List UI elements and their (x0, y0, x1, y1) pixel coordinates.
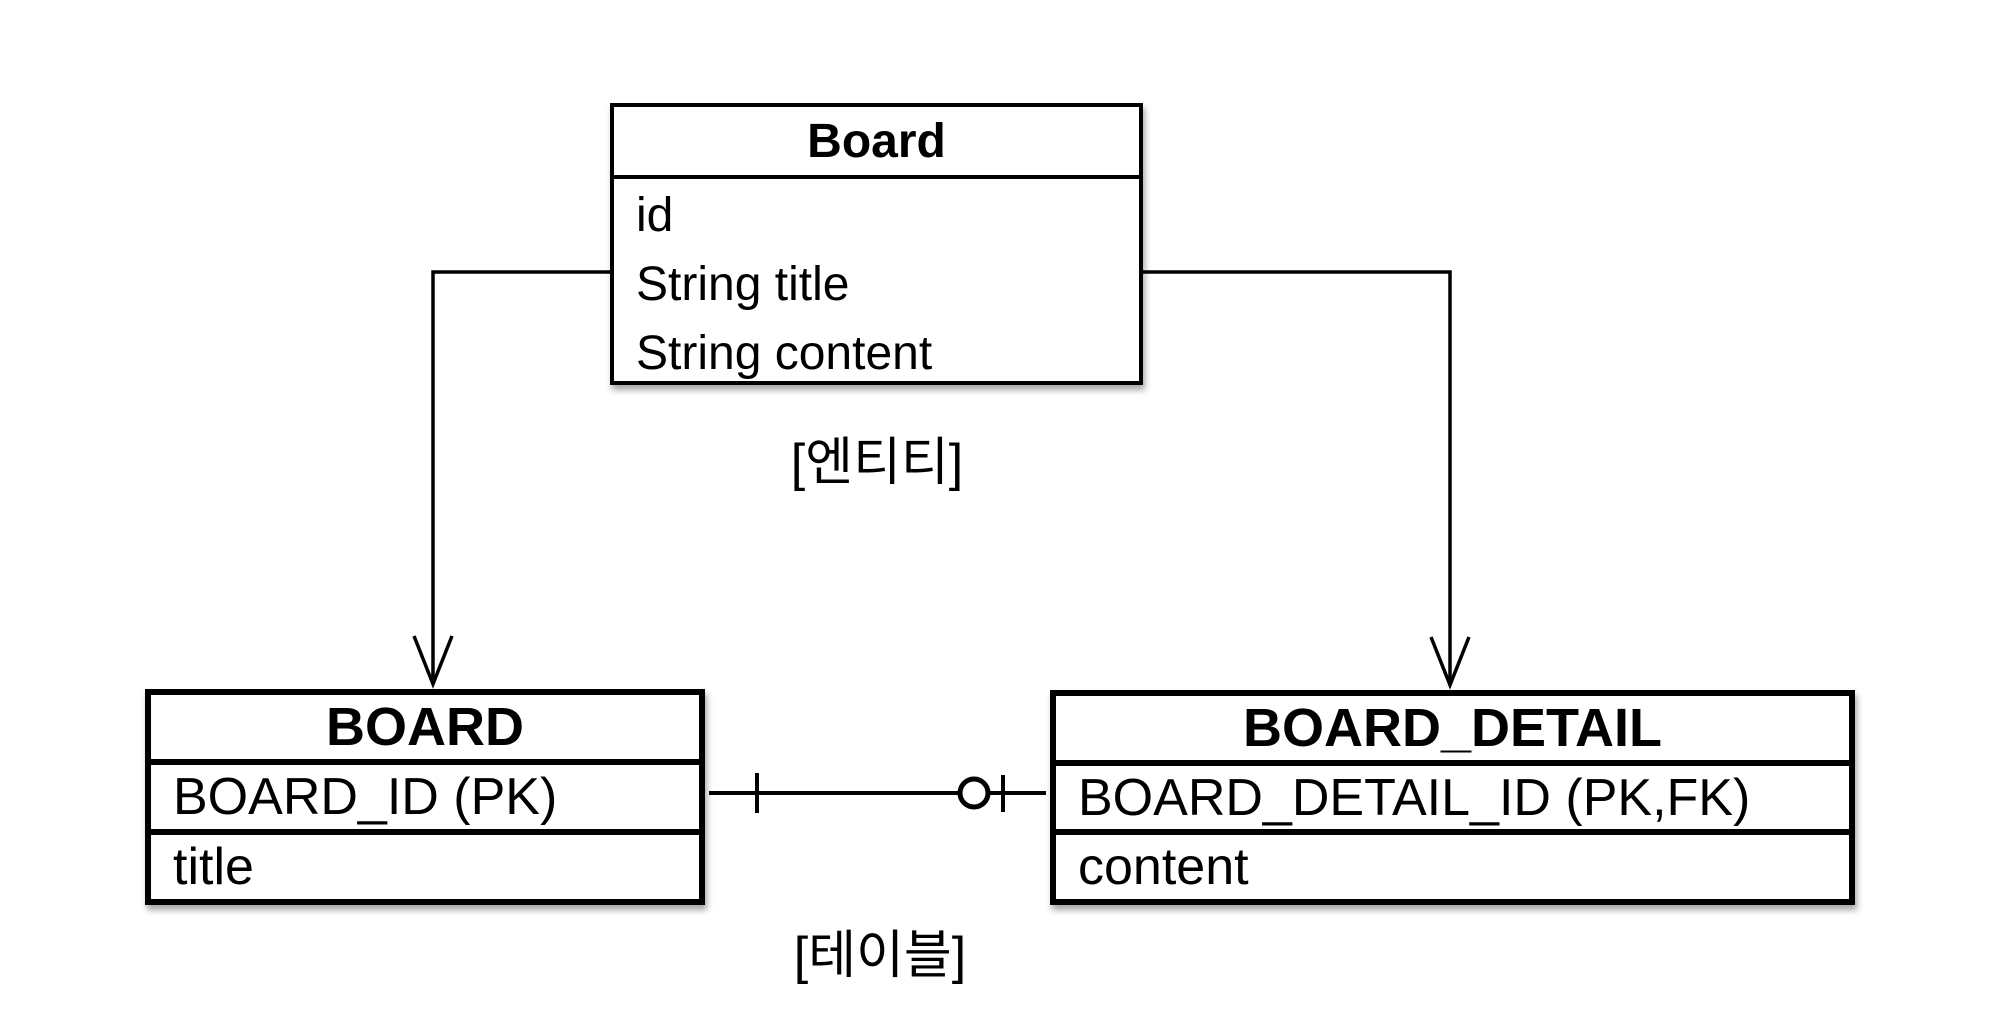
entity-caption: [엔티티] (790, 434, 964, 492)
table-row: title (151, 829, 699, 899)
entity-to-board-arrow (412, 270, 610, 689)
table-name: BOARD (326, 697, 524, 757)
table-caption: [테이블] (793, 927, 967, 985)
entity-field: id (636, 189, 674, 242)
entity-field: String content (636, 327, 933, 380)
table-box-board: BOARD BOARD_ID (PK) title (145, 689, 705, 905)
table-box-board-detail: BOARD_DETAIL BOARD_DETAIL_ID (PK,FK) con… (1050, 690, 1855, 905)
entity-field-list: id String title String content (614, 179, 1139, 388)
entity-to-board-detail-arrow-line (1143, 270, 1452, 685)
entity-box-board: Board id String title String content (610, 103, 1143, 385)
arrow-down-icon (1429, 636, 1471, 690)
table-name: BOARD_DETAIL (1242, 697, 1662, 758)
entity-field: String title (636, 258, 850, 311)
entity-title: Board (614, 107, 1139, 179)
table-row: BOARD_ID (PK) (151, 759, 699, 829)
entity-to-board-arrow-line (431, 270, 610, 684)
board-to-board-detail-relationship (709, 773, 1046, 813)
table-row: BOARD_DETAIL_ID (PK,FK) (1056, 759, 1849, 830)
table-row: content (1056, 829, 1849, 899)
arrow-down-icon (412, 635, 454, 689)
cardinality-zero-circle-icon (957, 776, 991, 810)
entity-to-board-detail-arrow (1143, 270, 1471, 690)
